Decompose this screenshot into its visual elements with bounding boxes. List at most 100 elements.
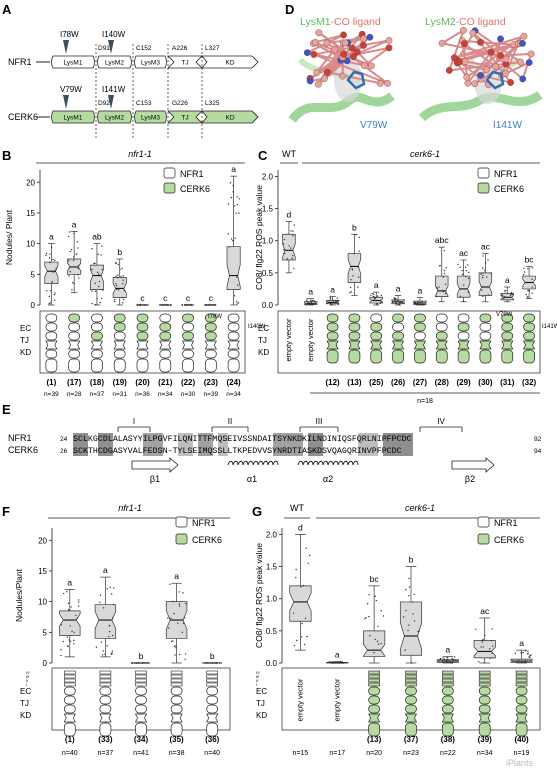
chart-g-construct-number: (13) (367, 735, 382, 744)
f-3-loop-segment (170, 670, 183, 675)
watermark: iPlants (506, 758, 534, 768)
data-point (443, 658, 446, 660)
data-point (306, 300, 308, 302)
data-point (510, 292, 513, 294)
g-4-domain-segment (442, 695, 454, 705)
data-point (404, 649, 406, 651)
data-point (380, 642, 382, 645)
data-point (410, 662, 413, 664)
nfr1-domain-label-1: LysM2 (105, 60, 124, 67)
data-point (69, 625, 71, 627)
legend-cerk6-swatch (477, 533, 490, 545)
ligand-atom (366, 33, 374, 41)
b-3-domain-segment (113, 331, 126, 341)
ligand-atom (507, 79, 514, 86)
ligand-atom (340, 31, 347, 39)
data-point (484, 269, 486, 271)
data-point (54, 299, 56, 301)
data-point (112, 603, 115, 606)
data-point (141, 304, 144, 306)
data-point (330, 661, 332, 663)
c-8-domain-segment (501, 331, 514, 341)
g-2-loop-segment (368, 674, 380, 679)
box-body (399, 601, 423, 656)
panel-label-a: A (2, 2, 12, 17)
data-point (443, 250, 446, 252)
data-point (391, 301, 394, 303)
data-point (489, 657, 491, 660)
significance-letter: a (374, 280, 379, 290)
nfr1-mut-2: I140W (102, 30, 126, 39)
ligand-atom (492, 63, 500, 70)
data-point (436, 286, 438, 289)
data-point (338, 662, 340, 664)
box-2: b (131, 651, 150, 664)
ligand-atom (376, 79, 384, 87)
lysm2-ligand-atoms (438, 26, 535, 90)
cerk6-domain-2 (134, 110, 167, 124)
data-point (482, 275, 484, 277)
data-point (418, 303, 421, 306)
box-1: a (67, 219, 82, 294)
data-point (304, 617, 307, 620)
ligand-bond (363, 47, 390, 67)
schem-row-label: EC (258, 324, 269, 333)
data-point (488, 648, 491, 650)
cerk6-row-label: CERK6 (8, 112, 38, 122)
g-3-loop-segment (405, 682, 417, 687)
box-body (59, 610, 81, 636)
data-point (475, 628, 477, 630)
ligand-atom (350, 53, 357, 61)
data-point (401, 302, 403, 304)
data-point (459, 266, 461, 269)
box-4: a (436, 645, 459, 664)
legend-nfr1-label: NFR1 (192, 518, 216, 528)
f-4-domain-segment (206, 686, 219, 696)
data-point (286, 258, 288, 260)
data-point (417, 630, 419, 633)
nfr1-mutation-arrow-1 (108, 40, 114, 54)
f-4-domain-segment (206, 704, 219, 714)
data-point (482, 272, 484, 274)
data-point (501, 294, 504, 296)
data-point (99, 594, 102, 596)
data-point (170, 617, 172, 620)
data-point (69, 640, 72, 642)
data-point (182, 622, 185, 625)
data-point (229, 182, 232, 184)
y-tick-label: 1.5 (262, 205, 274, 214)
data-point (99, 601, 101, 604)
data-point (282, 243, 285, 245)
data-point (184, 653, 187, 655)
c-2-domain-segment (370, 313, 383, 323)
y-tick-label: 20 (26, 178, 35, 187)
data-point (170, 304, 172, 306)
alignment-shade-block (178, 433, 193, 456)
g-4-tj-segment (441, 713, 454, 723)
b-0-domain-segment (45, 358, 58, 373)
f-0-domain-segment (63, 722, 76, 737)
data-point (236, 276, 238, 278)
empty-vector-label: empty vector (332, 678, 341, 721)
data-point (461, 273, 464, 276)
significance-letter: a (335, 650, 340, 660)
data-point (373, 295, 375, 298)
g-4-domain-segment (442, 722, 454, 737)
box-body (44, 261, 59, 284)
data-point (71, 289, 73, 291)
data-point (413, 301, 416, 304)
data-point (481, 289, 483, 291)
chart-b-n-value: n=28 (67, 391, 82, 398)
data-point (463, 284, 465, 286)
box-8: ac (456, 248, 471, 303)
f-3-domain-segment (170, 686, 183, 696)
data-point (170, 640, 173, 643)
chart-c-construct-number: (13) (347, 378, 362, 387)
y-tick-label: 10 (26, 240, 35, 249)
c-0-domain-segment (326, 313, 339, 323)
data-point (451, 662, 454, 664)
data-point (357, 266, 360, 268)
data-point (214, 662, 216, 664)
ligand-atom (477, 38, 484, 46)
